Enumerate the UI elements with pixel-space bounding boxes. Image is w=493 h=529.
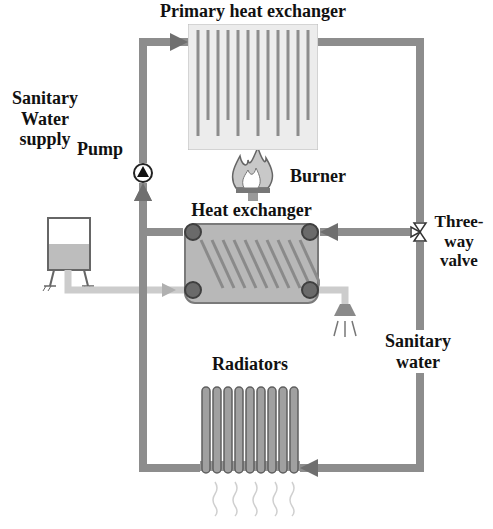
node-label: Heat exchanger [191,200,311,221]
water-pipe [143,183,183,232]
water-pipe [143,183,200,468]
tank-label: Sanitary Water supply [4,88,86,150]
flow-arrow [162,283,176,297]
water-pipe [318,42,420,222]
pump-symbol: Pump [133,163,153,183]
radiator-shape [200,385,300,475]
node-label: Pump [77,139,123,160]
three-way-valve-shape [410,222,430,242]
burner-label: Burner [290,166,346,187]
three-way-valve: Three- way valve [410,222,430,242]
plate-heat-exchanger: Heat exchanger [183,222,320,305]
pump-symbol-shape [133,163,153,183]
plate-heat-exchanger-shape [183,222,320,305]
burner-flame [233,148,273,201]
hot-water-pipe [318,290,345,306]
primary-heat-exchanger-shape [188,24,318,150]
node-label: Three- way valve [428,212,490,271]
node-label: Radiators [212,354,288,375]
water-pipe [320,228,410,236]
primary-heat-exchanger: Primary heat exchanger [188,24,318,150]
water-pipe [143,42,188,163]
outlet-label: Sanitary water [374,330,462,373]
shower-head [334,304,356,337]
node-label: Primary heat exchanger [160,1,346,22]
radiator: Radiators [200,385,300,475]
heat-waves [213,482,294,516]
